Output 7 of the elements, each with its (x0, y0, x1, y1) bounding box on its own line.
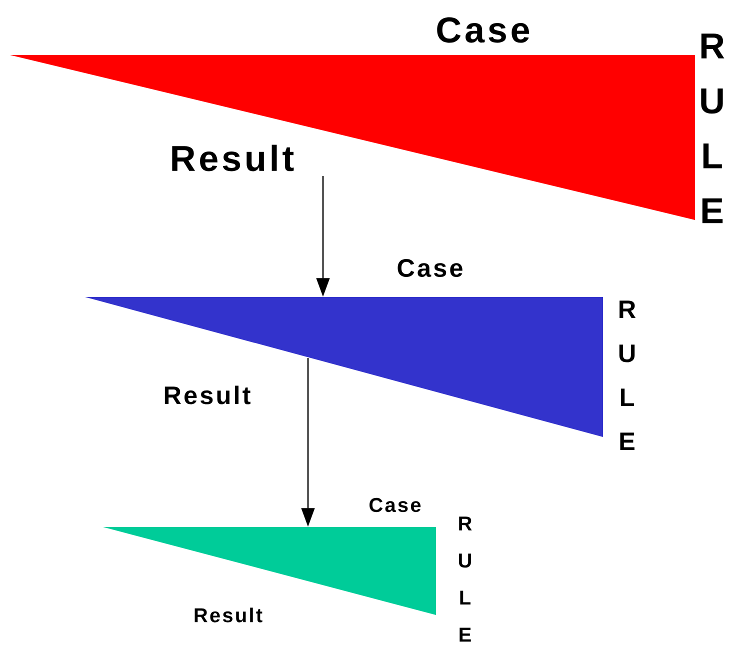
triangle (85, 297, 603, 437)
result-label: Result (164, 386, 250, 404)
result-label: Result (194, 608, 262, 622)
rule-label: RULE (458, 516, 472, 642)
triangle (10, 55, 695, 220)
result-label: Result (172, 144, 294, 172)
case-label: Case (398, 259, 462, 277)
